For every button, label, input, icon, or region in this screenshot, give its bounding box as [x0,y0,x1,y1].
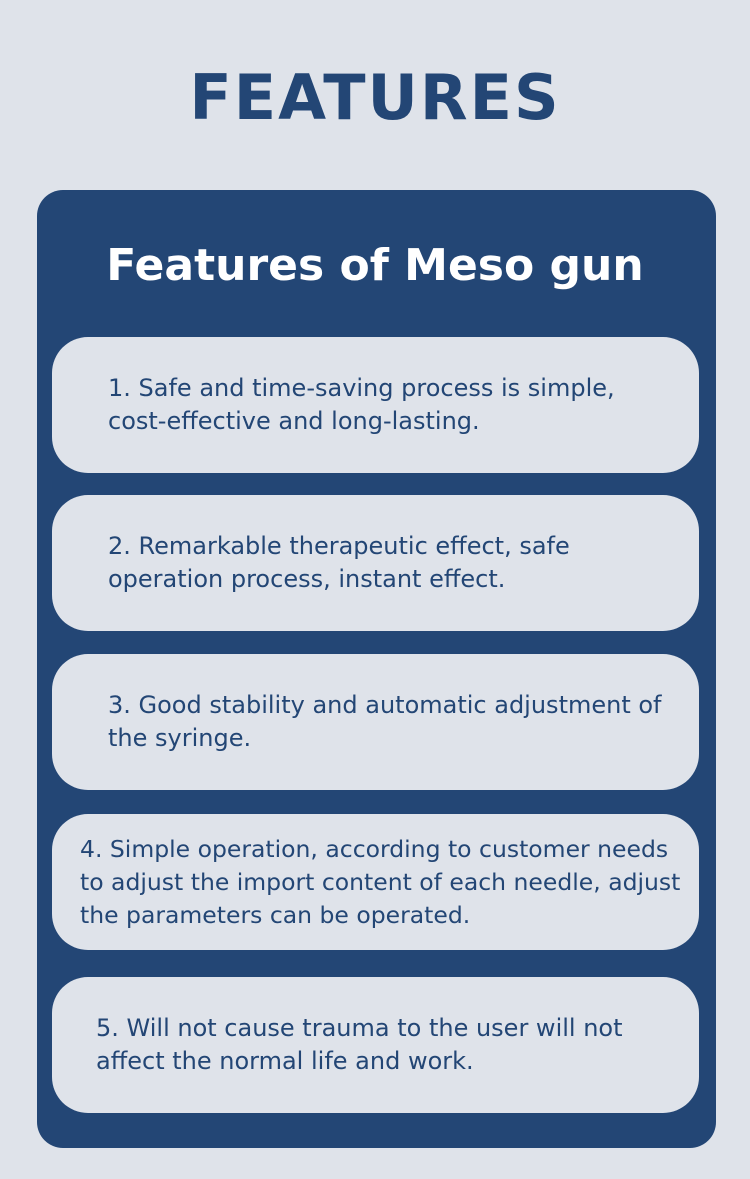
feature-card-1: 1. Safe and time-saving process is simpl… [52,337,699,473]
feature-text-4: 4. Simple operation, according to custom… [80,834,681,929]
feature-card-3: 3. Good stability and automatic adjustme… [52,654,699,790]
feature-text-5: 5. Will not cause trauma to the user wil… [96,1014,623,1075]
panel-title: Features of Meso gun [106,240,644,291]
feature-card-4: 4. Simple operation, according to custom… [52,814,699,950]
feature-text-2: 2. Remarkable therapeutic effect, safe o… [108,532,570,593]
page-title: FEATURES [189,61,561,134]
feature-text-3: 3. Good stability and automatic adjustme… [108,691,662,752]
feature-card-5: 5. Will not cause trauma to the user wil… [52,977,699,1113]
feature-text-1: 1. Safe and time-saving process is simpl… [108,374,615,435]
feature-card-2: 2. Remarkable therapeutic effect, safe o… [52,495,699,631]
